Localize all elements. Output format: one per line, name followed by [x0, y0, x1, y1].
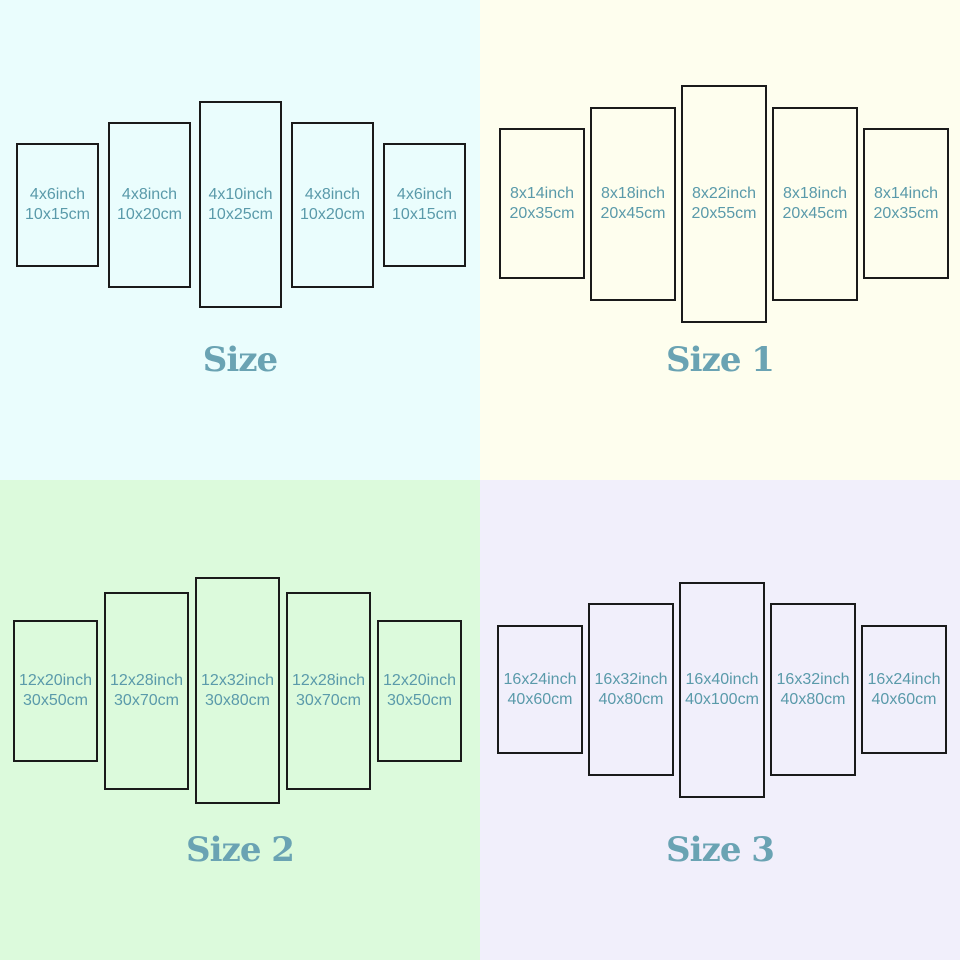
panel-cm-label: 40x100cm — [685, 691, 759, 708]
canvas-panel-1: 8x14inch 20x35cm — [499, 128, 585, 279]
panel-inch-label: 12x28inch — [110, 672, 183, 689]
panel-inch-label: 12x32inch — [201, 671, 274, 689]
panel-cm-label: 30x80cm — [205, 691, 270, 709]
panel-cm-label: 20x45cm — [782, 205, 848, 222]
panel-inch-label: 16x32inch — [594, 670, 668, 688]
panel-cm-label: 30x50cm — [387, 692, 452, 709]
size-title: Size 1 — [666, 340, 775, 380]
panel-cm-label: 40x80cm — [598, 690, 664, 708]
panel-inch-label: 4x8inch — [304, 186, 361, 203]
panel-inch-label: 16x24inch — [503, 670, 577, 688]
size-title: Size 3 — [666, 830, 775, 870]
panel-cm-label: 30x50cm — [23, 692, 88, 709]
panel-cm-label: 20x55cm — [691, 205, 757, 222]
size-title: Size — [202, 340, 278, 380]
panel-cm-label: 30x70cm — [296, 692, 361, 709]
panel-inch-label: 8x14inch — [509, 184, 575, 202]
size-title: Size 2 — [186, 830, 295, 870]
canvas-panel-2: 12x28inch 30x70cm — [104, 592, 189, 790]
panel-cm-label: 40x60cm — [871, 690, 937, 708]
panel-inch-label: 8x18inch — [600, 185, 666, 202]
panel-inch-label: 12x20inch — [19, 672, 92, 689]
panel-inch-label: 12x28inch — [292, 672, 365, 689]
canvas-panel-5: 8x14inch 20x35cm — [863, 128, 949, 279]
panel-inch-label: 8x14inch — [873, 184, 939, 202]
panel-inch-label: 16x32inch — [776, 670, 850, 688]
quadrant-size-2: 12x20inch 30x50cm 12x28inch 30x70cm 12x3… — [0, 480, 480, 960]
canvas-panel-5: 12x20inch 30x50cm — [377, 620, 462, 762]
panel-cm-label: 10x20cm — [300, 206, 365, 223]
panel-inch-label: 4x6inch — [29, 186, 86, 203]
panel-inch-label: 12x20inch — [383, 672, 456, 689]
canvas-panel-3: 16x40inch 40x100cm — [679, 582, 765, 798]
panel-inch-label: 4x10inch — [208, 185, 273, 203]
canvas-panel-2: 16x32inch 40x80cm — [588, 603, 674, 776]
quadrant-size-3: 16x24inch 40x60cm 16x32inch 40x80cm 16x4… — [480, 480, 960, 960]
panel-inch-label: 4x6inch — [396, 186, 453, 203]
panel-inch-label: 8x22inch — [691, 185, 757, 202]
panel-cm-label: 20x35cm — [873, 204, 939, 222]
panel-inch-label: 16x24inch — [867, 670, 941, 688]
canvas-panel-1: 16x24inch 40x60cm — [497, 625, 583, 754]
quadrant-size: 4x6inch 10x15cm 4x8inch 10x20cm 4x10inch… — [0, 0, 480, 480]
canvas-panel-2: 4x8inch 10x20cm — [108, 122, 191, 288]
panel-cm-label: 40x80cm — [780, 690, 846, 708]
canvas-panel-5: 16x24inch 40x60cm — [861, 625, 947, 754]
canvas-panel-4: 4x8inch 10x20cm — [291, 122, 374, 288]
canvas-panel-3: 8x22inch 20x55cm — [681, 85, 767, 323]
canvas-panel-1: 4x6inch 10x15cm — [16, 143, 99, 267]
canvas-panel-3: 12x32inch 30x80cm — [195, 577, 280, 804]
canvas-panel-5: 4x6inch 10x15cm — [383, 143, 466, 267]
panel-cm-label: 10x15cm — [25, 206, 90, 223]
panel-inch-label: 8x18inch — [782, 185, 848, 202]
canvas-panel-3: 4x10inch 10x25cm — [199, 101, 282, 308]
panel-cm-label: 10x20cm — [117, 206, 182, 223]
panel-cm-label: 20x35cm — [509, 204, 575, 222]
canvas-panel-4: 8x18inch 20x45cm — [772, 107, 858, 301]
panel-cm-label: 40x60cm — [507, 690, 573, 708]
canvas-panel-2: 8x18inch 20x45cm — [590, 107, 676, 301]
canvas-panel-4: 16x32inch 40x80cm — [770, 603, 856, 776]
quadrant-size-1: 8x14inch 20x35cm 8x18inch 20x45cm 8x22in… — [480, 0, 960, 480]
panel-cm-label: 20x45cm — [600, 205, 666, 222]
panel-cm-label: 10x15cm — [392, 206, 457, 223]
panel-cm-label: 10x25cm — [208, 205, 273, 223]
panel-inch-label: 16x40inch — [685, 671, 759, 688]
canvas-panel-4: 12x28inch 30x70cm — [286, 592, 371, 790]
panel-inch-label: 4x8inch — [121, 186, 178, 203]
panel-cm-label: 30x70cm — [114, 692, 179, 709]
canvas-panel-1: 12x20inch 30x50cm — [13, 620, 98, 762]
